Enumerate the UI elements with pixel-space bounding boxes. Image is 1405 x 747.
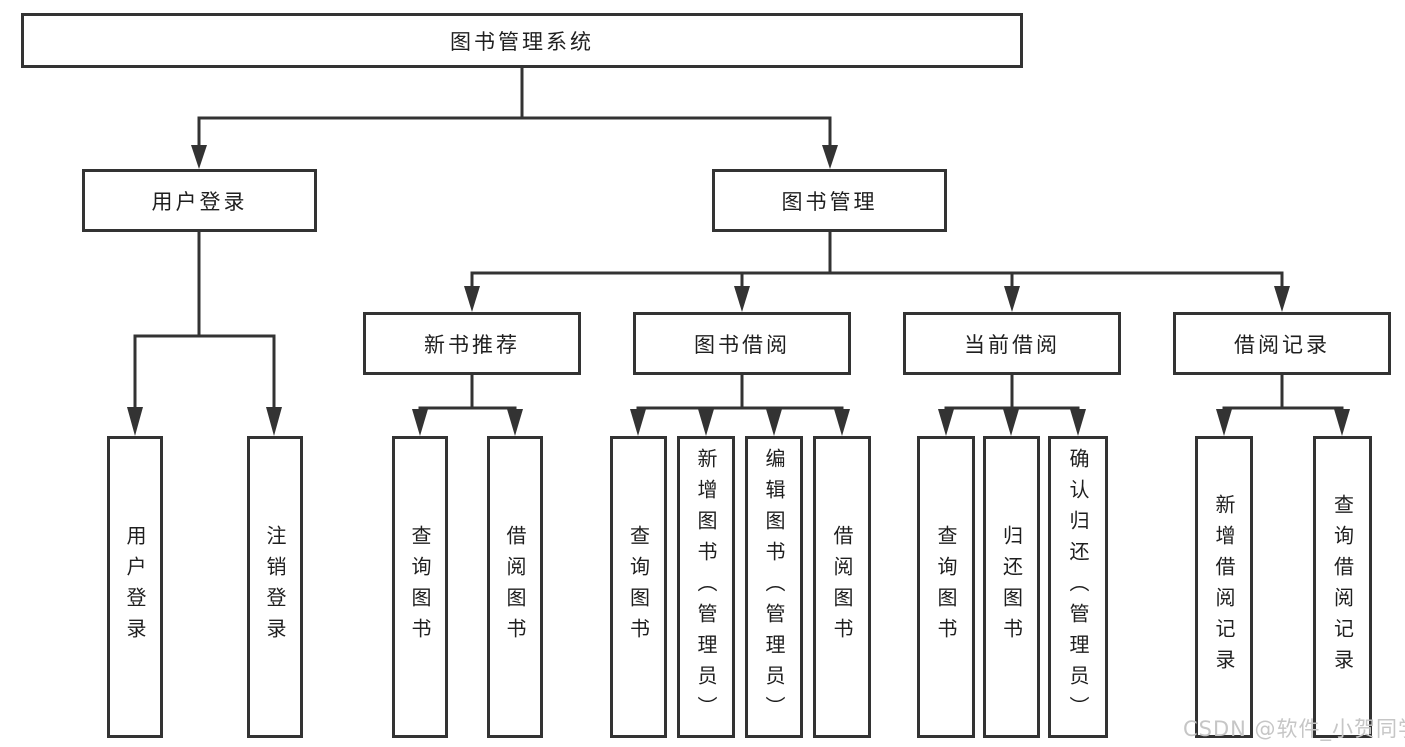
leaf-query-books-current: 查询图书 — [917, 436, 975, 738]
leaf-add-borrow-record: 新增借阅记录 — [1195, 436, 1253, 738]
leaf-add-book-admin: 新增图书（管理员） — [677, 436, 735, 738]
node-label: 图书借阅 — [694, 332, 790, 357]
node-label: 图书管理系统 — [450, 29, 594, 54]
node-label: 查询借阅记录 — [1330, 494, 1355, 680]
node-label: 用户登录 — [123, 525, 147, 649]
node-label: 借阅记录 — [1234, 332, 1330, 357]
node-new-book-recommendation: 新书推荐 — [363, 312, 581, 375]
node-label: 归还图书 — [999, 525, 1024, 649]
node-borrowing-records: 借阅记录 — [1173, 312, 1391, 375]
node-library-system: 图书管理系统 — [21, 13, 1023, 68]
leaf-logout: 注销登录 — [247, 436, 303, 738]
node-user-login: 用户登录 — [82, 169, 317, 232]
node-label: 编辑图书（管理员） — [762, 447, 786, 727]
leaf-edit-book-admin: 编辑图书（管理员） — [745, 436, 803, 738]
node-label: 当前借阅 — [964, 332, 1060, 357]
leaf-borrow-books: 借阅图书 — [813, 436, 871, 738]
node-label: 新增图书（管理员） — [694, 447, 718, 727]
node-label: 查询图书 — [626, 525, 651, 649]
node-label: 确认归还（管理员） — [1066, 447, 1090, 727]
node-label: 查询图书 — [408, 525, 432, 649]
node-label: 图书管理 — [781, 189, 878, 214]
node-label: 注销登录 — [263, 525, 287, 649]
leaf-user-login: 用户登录 — [107, 436, 163, 738]
leaf-return-books: 归还图书 — [983, 436, 1040, 738]
node-book-management: 图书管理 — [712, 169, 947, 232]
leaf-confirm-return-admin: 确认归还（管理员） — [1048, 436, 1108, 738]
node-label: 新书推荐 — [424, 332, 520, 357]
node-label: 查询图书 — [934, 525, 958, 649]
leaf-borrow-books-recommend: 借阅图书 — [487, 436, 543, 738]
leaf-query-borrow-record: 查询借阅记录 — [1313, 436, 1372, 738]
node-label: 借阅图书 — [503, 525, 527, 649]
node-book-borrowing: 图书借阅 — [633, 312, 851, 375]
watermark: CSDN @软件_小贺同学 — [1183, 717, 1405, 741]
node-current-borrowing: 当前借阅 — [903, 312, 1121, 375]
leaf-query-books-recommend: 查询图书 — [392, 436, 448, 738]
node-label: 借阅图书 — [830, 525, 854, 649]
node-label: 新增借阅记录 — [1212, 494, 1236, 680]
leaf-query-books-borrow: 查询图书 — [610, 436, 667, 738]
node-label: 用户登录 — [151, 189, 248, 214]
